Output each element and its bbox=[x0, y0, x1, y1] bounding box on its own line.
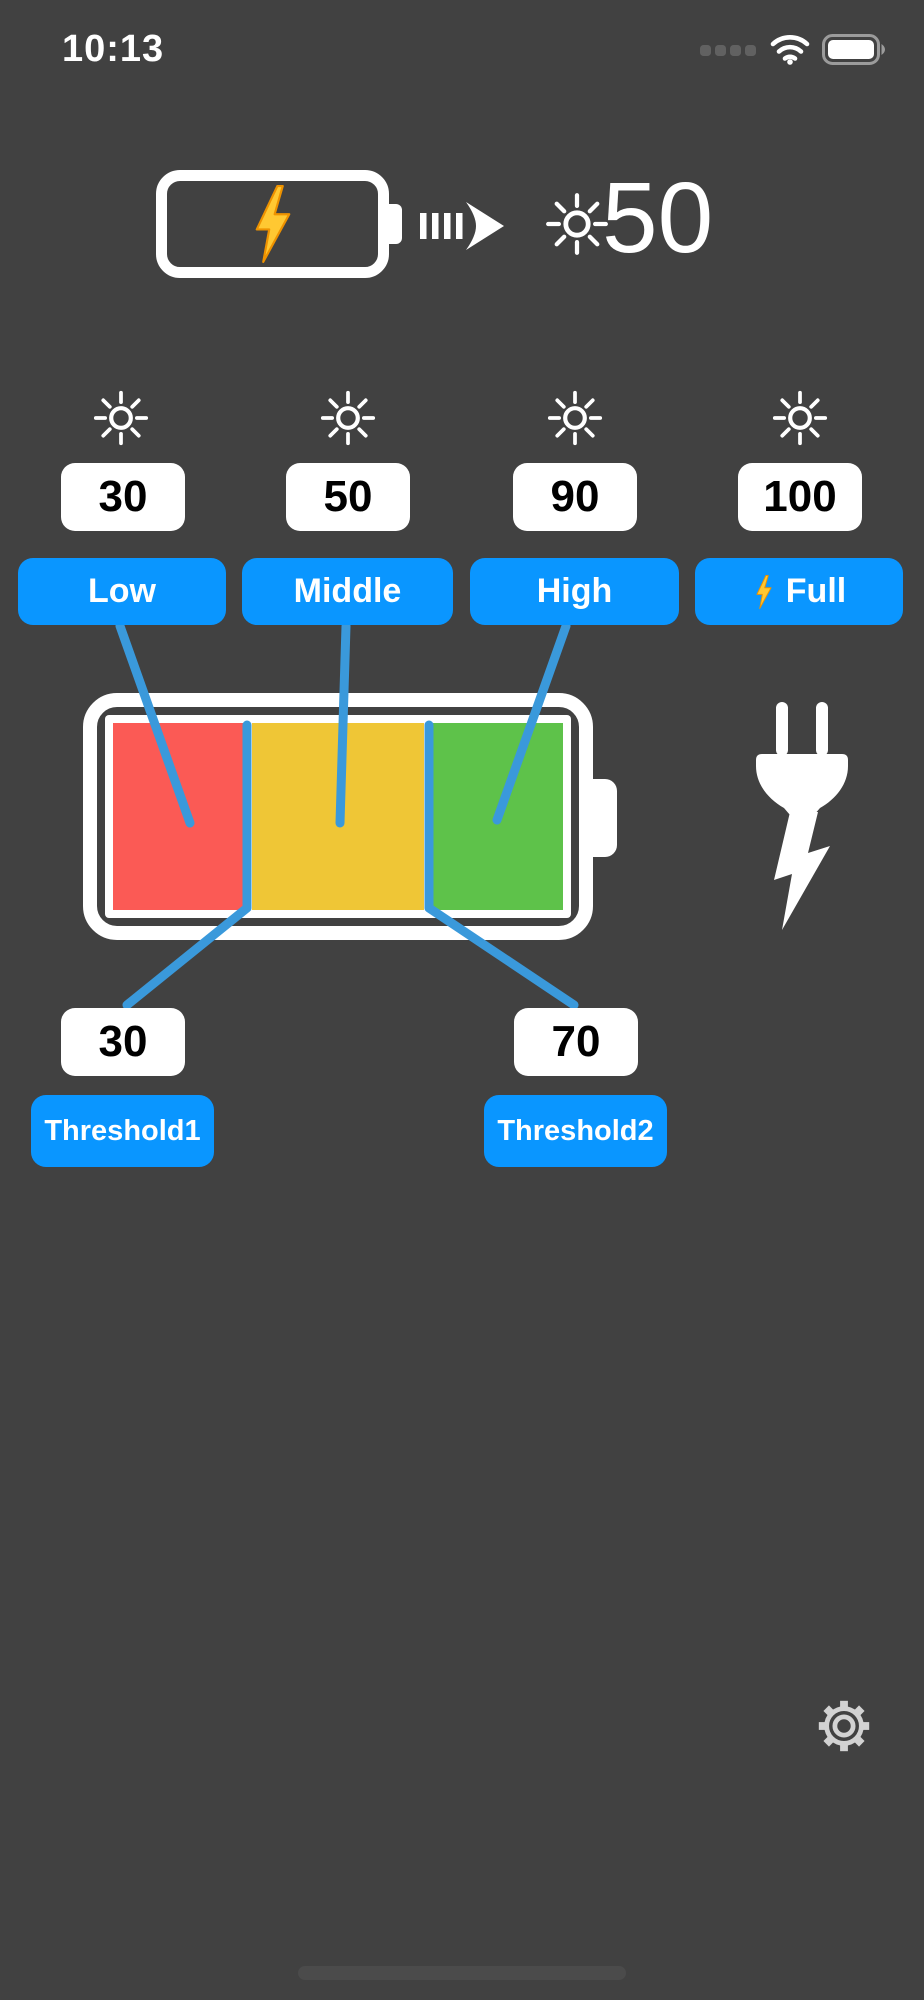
arrow-right-icon bbox=[420, 202, 504, 250]
battery-gauge-body bbox=[105, 715, 571, 918]
lightning-bolt-icon bbox=[250, 185, 296, 263]
current-brightness-value: 50 bbox=[602, 162, 714, 274]
gauge-segment-middle bbox=[251, 723, 425, 910]
battery-charging-icon bbox=[156, 170, 389, 278]
wifi-icon bbox=[770, 34, 810, 65]
threshold2-value[interactable]: 70 bbox=[514, 1008, 638, 1076]
preset-value-full[interactable]: 100 bbox=[738, 463, 862, 531]
settings-button[interactable] bbox=[811, 1693, 877, 1759]
threshold1-button[interactable]: Threshold1 bbox=[31, 1095, 214, 1167]
brightness-sun-icon bbox=[545, 192, 609, 256]
battery-charging-icon-terminal bbox=[389, 204, 402, 244]
gear-icon bbox=[818, 1700, 870, 1752]
statusbar-icons bbox=[700, 34, 886, 65]
home-indicator[interactable] bbox=[298, 1966, 626, 1980]
brightness-sun-icon bbox=[93, 390, 149, 446]
low-button[interactable]: Low bbox=[18, 558, 226, 625]
battery-gauge-terminal bbox=[593, 779, 617, 857]
preset-value-low[interactable]: 30 bbox=[61, 463, 185, 531]
full-button-label: Full bbox=[785, 572, 847, 610]
brightness-sun-icon bbox=[772, 390, 828, 446]
high-button[interactable]: High bbox=[470, 558, 679, 625]
battery-full-icon bbox=[822, 34, 885, 65]
middle-button[interactable]: Middle bbox=[242, 558, 453, 625]
low-button-label: Low bbox=[88, 572, 156, 610]
threshold1-button-label: Threshold1 bbox=[44, 1114, 201, 1147]
brightness-sun-icon bbox=[320, 390, 376, 446]
gauge-segment-high bbox=[433, 723, 563, 910]
battery-gauge bbox=[83, 693, 593, 940]
preset-value-high[interactable]: 90 bbox=[513, 463, 637, 531]
middle-button-label: Middle bbox=[293, 572, 402, 610]
threshold2-button[interactable]: Threshold2 bbox=[484, 1095, 667, 1167]
gauge-segment-low bbox=[113, 723, 243, 910]
threshold1-value[interactable]: 30 bbox=[61, 1008, 185, 1076]
brightness-sun-icon bbox=[547, 390, 603, 446]
threshold2-button-label: Threshold2 bbox=[497, 1114, 654, 1147]
statusbar-time: 10:13 bbox=[62, 28, 165, 70]
full-button[interactable]: Full bbox=[695, 558, 903, 625]
high-button-label: High bbox=[536, 572, 613, 610]
lightning-bolt-icon bbox=[752, 575, 776, 609]
power-plug-bolt-icon bbox=[756, 702, 848, 930]
preset-value-middle[interactable]: 50 bbox=[286, 463, 410, 531]
cellular-dots-icon bbox=[700, 44, 756, 56]
